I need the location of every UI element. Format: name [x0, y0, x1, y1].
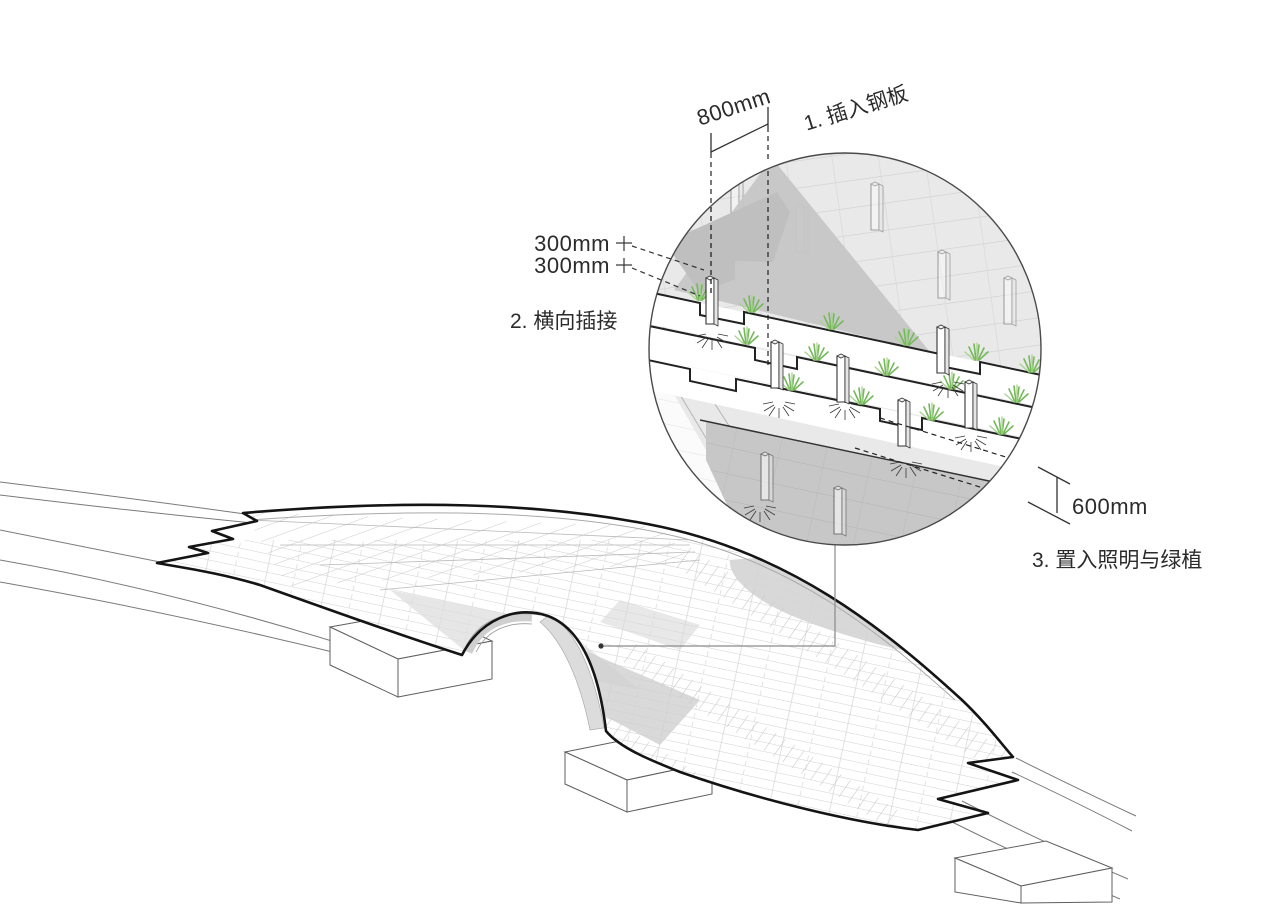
step-1-label: 1. 插入钢板 — [801, 82, 910, 135]
dim-600mm-label: 600mm — [1072, 494, 1148, 519]
dimension-600 — [1027, 466, 1071, 525]
left-path-lines — [0, 481, 346, 656]
leader-dot-icon — [598, 643, 604, 649]
detail-circle-outline — [648, 152, 1042, 546]
bridge-outline — [155, 503, 1020, 832]
abutment-right — [953, 840, 1114, 904]
dimension-800 — [710, 107, 769, 296]
dim-300mm-lower-label: 300mm — [534, 253, 610, 278]
detail-leader — [598, 545, 836, 649]
detail-circle — [648, 152, 1042, 546]
bridge-axonometric — [0, 481, 1137, 904]
shade-triangle — [674, 158, 930, 352]
step-2-label: 2. 横向插接 — [510, 310, 617, 333]
dim-300mm-upper-label: 300mm — [534, 231, 610, 256]
dimension-300-brackets — [616, 236, 705, 297]
deck-textures — [157, 512, 1018, 830]
dim-800mm-label: 800mm — [694, 83, 774, 130]
step-3-label: 3. 置入照明与绿植 — [1032, 549, 1202, 572]
